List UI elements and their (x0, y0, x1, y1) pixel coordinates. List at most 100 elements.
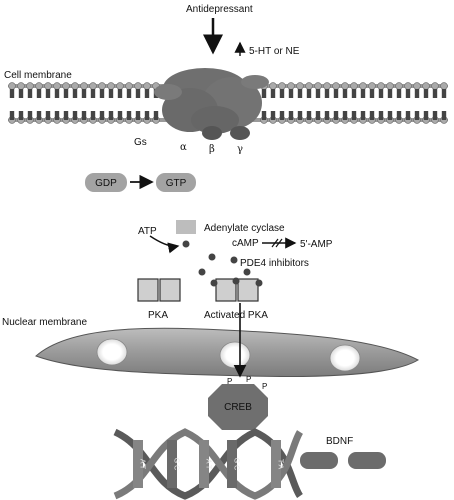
lipid-tail (378, 111, 384, 120)
lipid-tail (27, 89, 33, 98)
camp-dot (243, 268, 251, 276)
lipid-head (143, 82, 151, 90)
atp-conversion-arrow (149, 235, 180, 254)
lipid-tail (369, 89, 375, 98)
lipid-tail (378, 89, 384, 98)
camp-label: cAMP (232, 238, 259, 249)
lipid-head (305, 82, 313, 90)
lipid-head (53, 82, 61, 90)
nuclear-pore (329, 344, 361, 372)
lipid-head (62, 82, 70, 90)
lipid-tail (135, 111, 141, 120)
gamma-label: γ (237, 144, 243, 155)
activated-pka-subunit (237, 278, 259, 302)
alpha-label: α (180, 142, 187, 153)
gtp-pill (156, 173, 196, 192)
bdnf-protein (300, 452, 338, 469)
lipid-head (395, 82, 403, 90)
activated-pka-complex (210, 277, 263, 302)
receptor-blob-edge (154, 84, 182, 100)
lipid-tail (279, 89, 285, 98)
base-pair-label: G C (233, 458, 240, 470)
lipid-head (125, 82, 133, 90)
lipid-tail (117, 111, 123, 120)
lipid-tail (441, 89, 447, 98)
lipid-tail (108, 111, 114, 120)
lipid-head (116, 82, 124, 90)
gtp-label: GTP (166, 178, 187, 189)
lipid-head (296, 82, 304, 90)
lipid-head (440, 82, 448, 90)
lipid-tail (81, 89, 87, 98)
lipid-head (287, 82, 295, 90)
lipid-tail (63, 111, 69, 120)
lipid-tail (261, 111, 267, 120)
lipid-tail (324, 89, 330, 98)
receptor-blob-edge-right (241, 75, 269, 89)
lipid-tail (324, 111, 330, 120)
lipid-tail (432, 89, 438, 98)
camp-dot (208, 253, 216, 261)
gs-gamma-subunit (230, 126, 250, 140)
lipid-tail (45, 89, 51, 98)
lipid-tail (18, 111, 24, 120)
lipid-tail (369, 111, 375, 120)
lipid-tail (306, 89, 312, 98)
lipid-tail (108, 89, 114, 98)
phospho-label-3: P (262, 382, 267, 391)
lipid-tail (351, 89, 357, 98)
lipid-head (314, 82, 322, 90)
lipid-head (350, 82, 358, 90)
gdp-pill (85, 173, 127, 192)
nuclear-pore (219, 341, 251, 369)
camp-dot (182, 240, 190, 248)
lipid-tail (315, 111, 321, 120)
lipid-tail (63, 89, 69, 98)
lipid-tail (360, 111, 366, 120)
dna-strand (113, 428, 304, 500)
creb-octagon (208, 384, 268, 430)
camp-dot (198, 268, 206, 276)
lipid-head (71, 82, 79, 90)
block-mark (275, 238, 283, 248)
lipid-tail (27, 111, 33, 120)
lipid-tail (306, 111, 312, 120)
lipid-tail (441, 111, 447, 120)
lipid-tail (387, 89, 393, 98)
base-pair-label: T A (277, 459, 284, 470)
lipid-head (431, 82, 439, 90)
lipid-tail (432, 111, 438, 120)
pka-subunit (159, 278, 181, 302)
lipid-head (404, 82, 412, 90)
lipid-head (278, 82, 286, 90)
lipid-tail (351, 111, 357, 120)
lipid-tail (342, 111, 348, 120)
nuclear-membrane-label: Nuclear membrane (2, 317, 87, 328)
lipid-head (269, 82, 277, 90)
lipid-tail (297, 89, 303, 98)
base-pair-rung (167, 440, 177, 488)
lipid-tail (423, 111, 429, 120)
lipid-tail (396, 111, 402, 120)
base-pair-label: A T (205, 459, 212, 470)
lipid-tail (72, 89, 78, 98)
lipid-tail (36, 89, 42, 98)
lipid-head (44, 82, 52, 90)
lipid-head (341, 82, 349, 90)
base-pair-rung (227, 440, 237, 488)
bound-camp-dot (210, 279, 218, 287)
lipid-tail (297, 111, 303, 120)
bdnf-protein (348, 452, 386, 469)
bound-camp-dot (232, 277, 240, 285)
lipid-tail (126, 89, 132, 98)
lipid-tail (126, 111, 132, 120)
lipid-tail (99, 89, 105, 98)
lipid-tail (135, 89, 141, 98)
lipid-tail (387, 111, 393, 120)
lipid-tail (9, 89, 15, 98)
atp-label: ATP (138, 226, 157, 237)
lipid-tail (396, 89, 402, 98)
bound-camp-dot (255, 279, 263, 287)
creb-label: CREB (224, 402, 252, 413)
